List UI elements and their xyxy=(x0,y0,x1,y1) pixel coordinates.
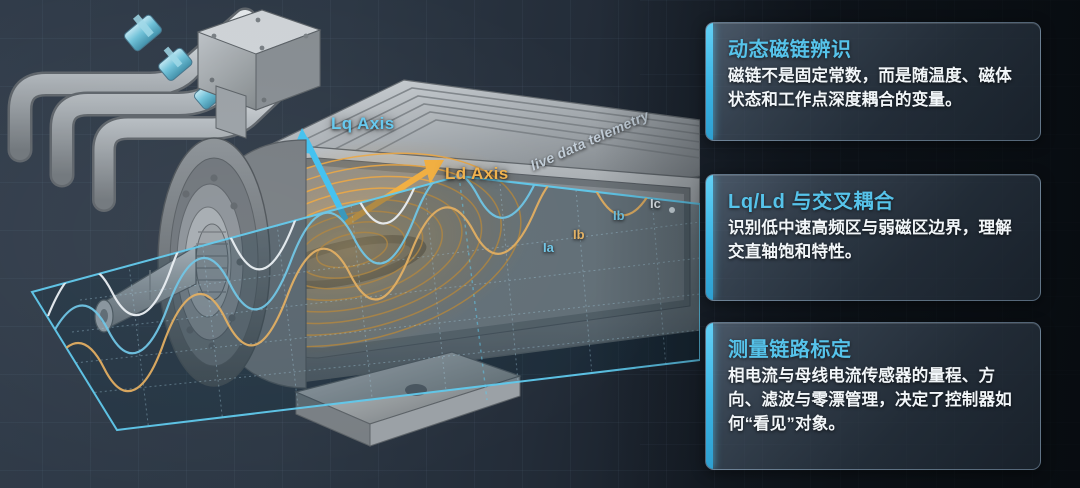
card-title: 动态磁链辨识 xyxy=(728,39,852,61)
card-title: 测量链路标定 xyxy=(728,339,852,361)
info-card-list: 动态磁链辨识 磁链不是固定常数，而是随温度、磁体状态和工作点深度耦合的变量。 L… xyxy=(705,0,1045,488)
card-body: 磁链不是固定常数，而是随温度、磁体状态和工作点深度耦合的变量。 xyxy=(728,67,1012,109)
info-card-measurement-calibration[interactable]: 测量链路标定 相电流与母线电流传感器的量程、方向、滤波与零漂管理，决定了控制器如… xyxy=(705,322,1041,470)
card-body: 相电流与母线电流传感器的量程、方向、滤波与零漂管理，决定了控制器如何“看见”对象… xyxy=(728,367,1012,433)
card-body: 识别低中速高频区与弱磁区边界，理解交直轴饱和特性。 xyxy=(728,219,1012,261)
info-card-dynamic-flux[interactable]: 动态磁链辨识 磁链不是固定常数，而是随温度、磁体状态和工作点深度耦合的变量。 xyxy=(705,22,1041,141)
info-card-lq-ld-coupling[interactable]: Lq/Ld 与交叉耦合 识别低中速高频区与弱磁区边界，理解交直轴饱和特性。 xyxy=(705,174,1041,301)
card-title: Lq/Ld 与交叉耦合 xyxy=(728,191,895,213)
